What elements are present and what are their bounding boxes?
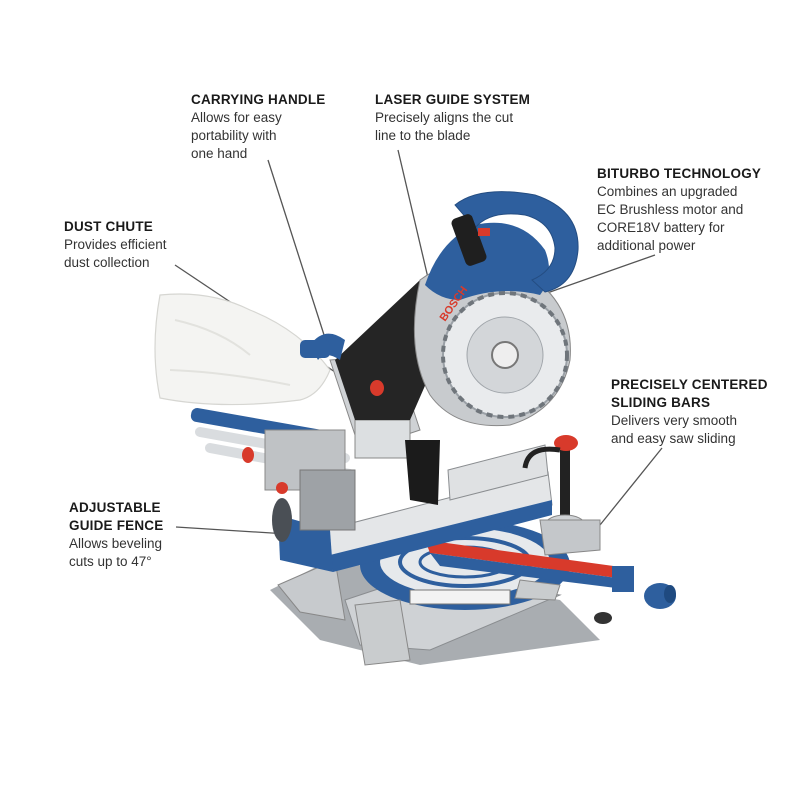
saw-head: BOSCH	[300, 191, 579, 505]
callout-laser-guide-system: LASER GUIDE SYSTEM Precisely aligns the …	[375, 91, 530, 145]
sliding-rails	[190, 408, 356, 542]
leader-line-sliding-bars	[599, 447, 663, 526]
callout-description: Precisely aligns the cut line to the bla…	[375, 110, 514, 143]
hold-down-clamp	[522, 435, 601, 556]
callout-title: LASER GUIDE SYSTEM	[375, 92, 531, 107]
callout-description: Allows beveling cuts up to 47°	[69, 536, 163, 569]
callout-carrying-handle: CARRYING HANDLE Allows for easy portabil…	[191, 91, 326, 163]
callout-sliding-bars: PRECISELY CENTERED SLIDING BARS Delivers…	[611, 376, 768, 448]
leader-line-carrying-handle	[267, 159, 326, 339]
callout-title: BITURBO TECHNOLOGY	[597, 166, 762, 181]
callout-title: DUST CHUTE	[64, 219, 153, 234]
callout-adjustable-guide-fence: ADJUSTABLE GUIDE FENCE Allows beveling c…	[69, 499, 163, 571]
callout-biturbo-technology: BITURBO TECHNOLOGY Combines an upgraded …	[597, 165, 761, 255]
callout-title: PRECISELY CENTERED SLIDING BARS	[611, 377, 768, 410]
callout-title: CARRYING HANDLE	[191, 92, 326, 107]
dust-bag	[154, 293, 331, 406]
callout-description: Combines an upgraded EC Brushless motor …	[597, 184, 744, 253]
callout-title: ADJUSTABLE GUIDE FENCE	[69, 500, 164, 533]
saw-handle	[454, 191, 579, 293]
callout-description: Provides efficient dust collection	[64, 237, 167, 270]
callout-description: Delivers very smooth and easy saw slidin…	[611, 413, 738, 446]
callout-description: Allows for easy portability with one han…	[191, 110, 282, 161]
miter-arm	[425, 540, 676, 624]
callout-dust-chute: DUST CHUTE Provides efficient dust colle…	[64, 218, 167, 272]
